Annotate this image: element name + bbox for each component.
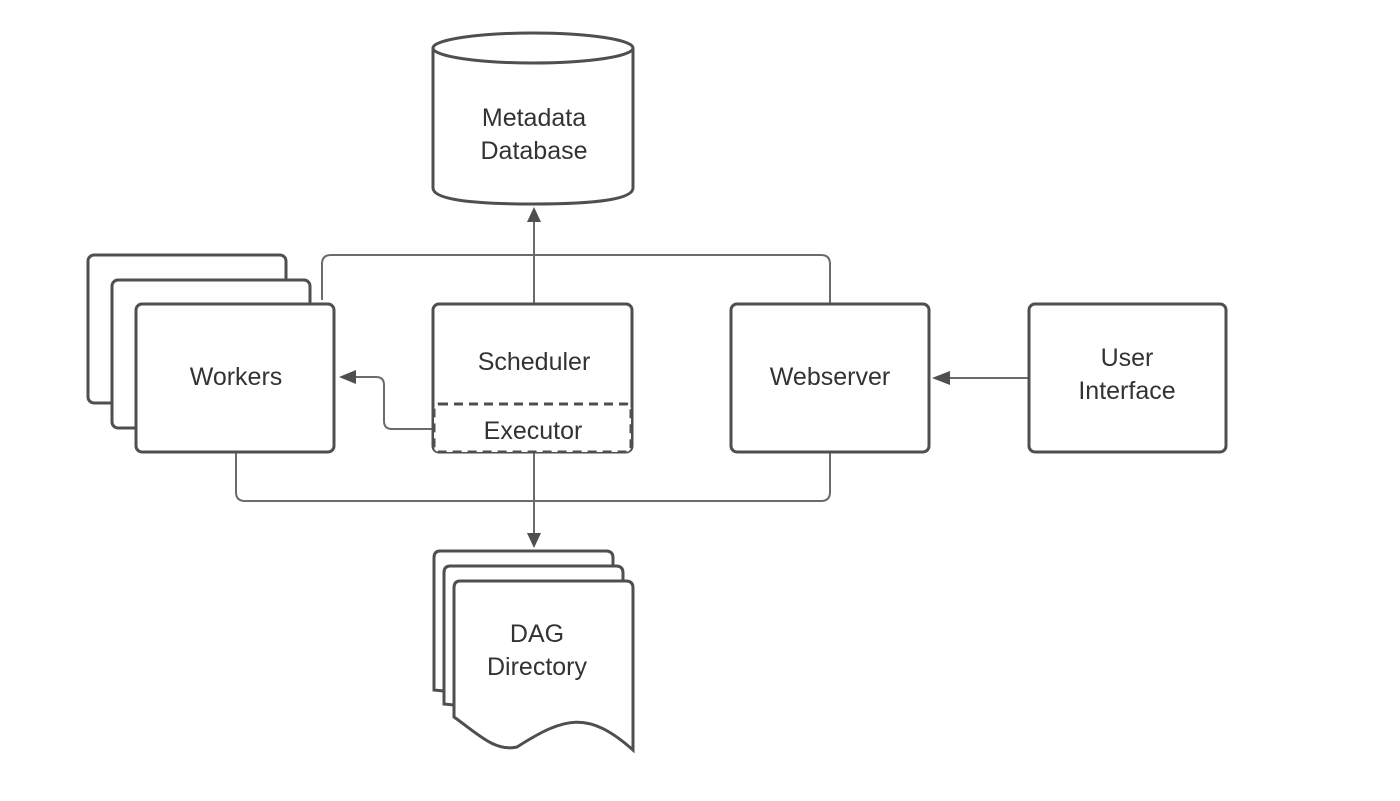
user-interface-label-line1: User bbox=[1101, 344, 1154, 372]
connectors bbox=[235, 207, 1029, 548]
webserver-label: Webserver bbox=[770, 363, 890, 391]
workers-node: Workers bbox=[86, 253, 336, 454]
dag-directory-node: DAG Directory bbox=[432, 549, 635, 754]
metadata-database-label-line1: Metadata bbox=[482, 104, 586, 132]
dag-directory-label-line1: DAG bbox=[510, 620, 564, 648]
webserver-arrowhead bbox=[932, 371, 950, 385]
top-bus-connector bbox=[321, 254, 831, 304]
scheduler-label: Scheduler bbox=[478, 348, 591, 376]
scheduler-node: Scheduler Executor bbox=[431, 302, 634, 454]
dag-directory-label-line2: Directory bbox=[487, 653, 588, 681]
workers-arrowhead bbox=[339, 370, 356, 384]
executor-to-workers-connector bbox=[356, 376, 434, 430]
dag-document-front bbox=[452, 579, 635, 754]
executor-node: Executor bbox=[432, 402, 633, 454]
dag-arrowhead bbox=[527, 533, 541, 548]
metadata-database-node: Metadata Database bbox=[431, 31, 635, 206]
user-interface-label-line2: Interface bbox=[1078, 377, 1175, 405]
user-interface-node: User Interface bbox=[1027, 302, 1228, 454]
webserver-node: Webserver bbox=[729, 302, 931, 454]
db-arrowhead bbox=[527, 207, 541, 222]
workers-label: Workers bbox=[190, 363, 283, 391]
metadata-database-label-line2: Database bbox=[480, 137, 587, 165]
executor-label: Executor bbox=[484, 417, 583, 445]
worker-card-front bbox=[134, 302, 336, 454]
